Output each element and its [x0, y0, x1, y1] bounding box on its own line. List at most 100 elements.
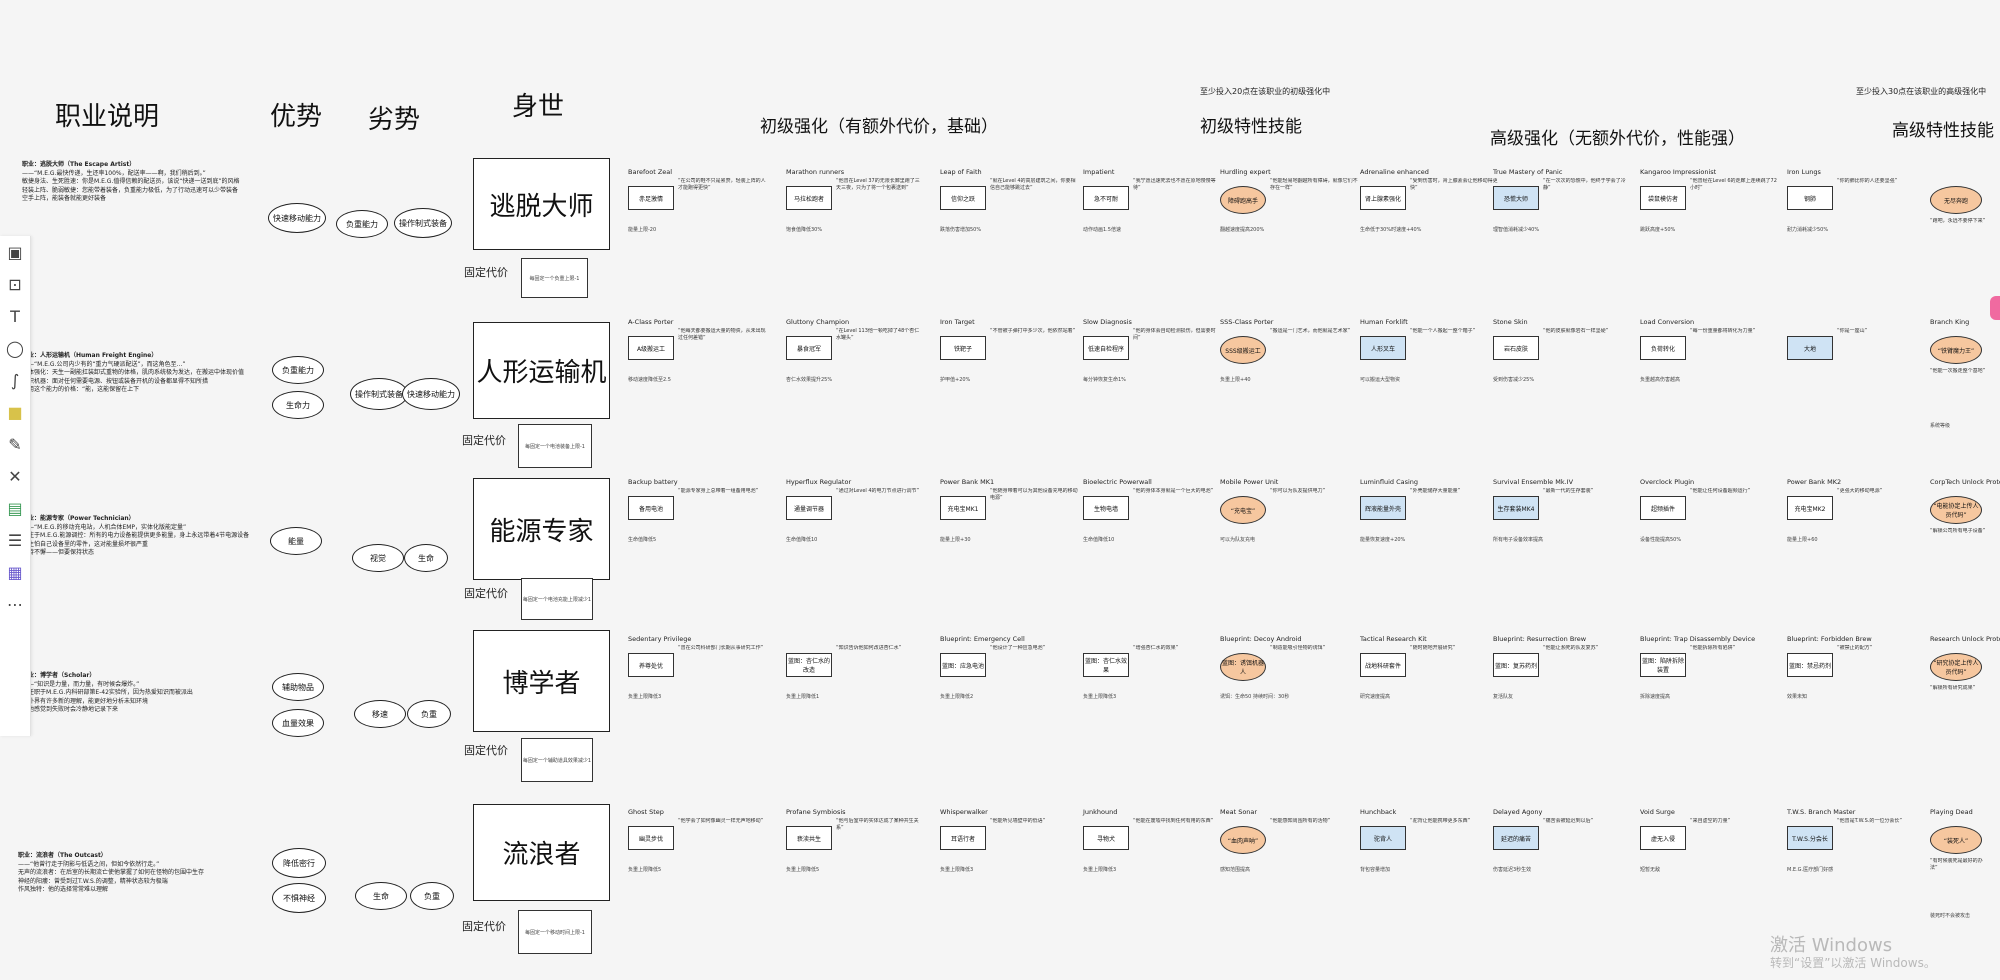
table-icon[interactable]: ▤	[7, 498, 23, 518]
disadvantage-ellipse[interactable]: 负重能力	[336, 210, 388, 238]
skill-box[interactable]: 蓝图：复苏药剂	[1493, 653, 1539, 677]
skill-description: “他能感知周围所有的活物”	[1270, 818, 1331, 824]
skill-box[interactable]: 暴食冠军	[786, 336, 832, 360]
skill-box[interactable]: “研究协定上传人员代码”	[1930, 653, 1982, 681]
skill-box[interactable]: “充电宝”	[1220, 496, 1266, 524]
list-icon[interactable]: ☰	[7, 530, 23, 550]
skill-box[interactable]: 负荷转化	[1640, 336, 1686, 360]
skill-box[interactable]: 延迟的痛苦	[1493, 826, 1539, 850]
disadvantage-ellipse[interactable]: 移速	[354, 700, 406, 728]
note-icon[interactable]: ■	[7, 402, 23, 422]
profession-line: 对外界有许多新的理解，能更好地分析未知环境	[22, 697, 149, 705]
disadvantage-ellipse[interactable]: 操作制式装备	[394, 208, 452, 238]
fixed-price-box[interactable]: 每固定一个移动时间上限-1	[518, 910, 592, 954]
skill-box[interactable]: 生存套装MK4	[1493, 496, 1539, 520]
skill-box[interactable]: “装死人”	[1930, 826, 1982, 854]
skill-box[interactable]: 钢肺	[1787, 186, 1833, 210]
skill-box[interactable]: “血肉声呐”	[1220, 826, 1266, 854]
disadvantage-ellipse[interactable]: 快速移动能力	[402, 378, 460, 410]
advantage-ellipse[interactable]: 快速移动能力	[268, 203, 326, 233]
skill-box[interactable]: 无尽奔跑	[1930, 186, 1982, 214]
skill-box[interactable]: 驼背人	[1360, 826, 1406, 850]
origin-box[interactable]: 人形运输机	[473, 322, 610, 419]
skill-box[interactable]: 蓝图：杏仁水的改造	[786, 653, 832, 677]
scribble-icon[interactable]: ✎	[8, 434, 22, 454]
skill-box[interactable]: 蓝图：杏仁水效果	[1083, 653, 1129, 677]
profession-line: 当他感觉到失败时会冷静地记录下来	[22, 706, 119, 713]
sticker-icon[interactable]: ▣	[7, 242, 23, 262]
skill-box[interactable]: 亵渎共生	[786, 826, 832, 850]
disadvantage-ellipse[interactable]: 视觉	[352, 544, 404, 572]
skill-box[interactable]: 马拉松跑者	[786, 186, 832, 210]
skill-box[interactable]: 蓝图：应急电池	[940, 653, 986, 677]
pen-icon[interactable]: ∫	[10, 370, 20, 390]
skill-box[interactable]: 虚无入侵	[1640, 826, 1686, 850]
disadvantage-ellipse[interactable]: 操作制式装备	[350, 378, 408, 410]
advantage-ellipse[interactable]: 生命力	[272, 391, 324, 419]
disadvantage-ellipse[interactable]: 生命	[355, 882, 407, 910]
skill-box[interactable]: 幽灵步伐	[628, 826, 674, 850]
skill-box[interactable]: 蓝图：禁忌药剂	[1787, 653, 1833, 677]
skill-box[interactable]: 蓝图：陷阱拆除装置	[1640, 653, 1686, 677]
skill-box[interactable]: 肾上腺素强化	[1360, 186, 1406, 210]
skill-box[interactable]: 寻物犬	[1083, 826, 1129, 850]
shape-icon[interactable]: ◯	[6, 338, 24, 358]
skill-box[interactable]: 岩石皮肤	[1493, 336, 1539, 360]
skill-box[interactable]: SSS级搬运工	[1220, 336, 1266, 364]
advantage-ellipse[interactable]: 降低密行	[272, 848, 326, 878]
advantage-ellipse[interactable]: 负重能力	[272, 356, 324, 384]
origin-box[interactable]: 流浪者	[473, 804, 610, 901]
skill-box[interactable]: 备用电池	[628, 496, 674, 520]
skill-box[interactable]: 辉液能量外壳	[1360, 496, 1406, 520]
template-icon[interactable]: ▦	[7, 562, 23, 582]
skill-box[interactable]: “电能协定上传人员代码”	[1930, 496, 1982, 524]
skill-cost: 负重上限降低3	[628, 694, 662, 700]
skill-box[interactable]: 耳语行者	[940, 826, 986, 850]
origin-box[interactable]: 逃脱大师	[473, 158, 610, 250]
advantage-ellipse[interactable]: 能量	[270, 527, 322, 555]
disadvantage-ellipse[interactable]: 负重	[410, 882, 454, 910]
origin-box[interactable]: 博学者	[473, 630, 610, 732]
skill-box[interactable]: 信仰之跃	[940, 186, 986, 210]
skill-description: “他的身体本身就是一个巨大的电池”	[1133, 488, 1214, 494]
side-panel-tab[interactable]	[1990, 296, 2000, 320]
skill-cost: 跌落伤害增加50%	[940, 227, 982, 233]
skill-box[interactable]: 充电宝MK1	[940, 496, 986, 520]
more-icon[interactable]: ⋯	[7, 594, 23, 614]
skill-box[interactable]: 超频插件	[1640, 496, 1686, 520]
connector-icon[interactable]: ✕	[8, 466, 22, 486]
fixed-price-box[interactable]: 每固定一个电池装备上限-1	[518, 424, 592, 468]
skill-box[interactable]: 充电宝MK2	[1787, 496, 1833, 520]
skill-cost: 每分钟恢复生命1%	[1083, 377, 1126, 383]
fixed-price-box[interactable]: 每固定一个辅助道具效果减少1	[521, 738, 593, 782]
disadvantage-ellipse[interactable]: 负重	[407, 700, 451, 728]
skill-box[interactable]: 战地科研套件	[1360, 653, 1406, 677]
skill-name: Delayed Agony	[1493, 808, 1543, 816]
skill-box[interactable]: 人形叉车	[1360, 336, 1406, 360]
skill-box[interactable]: 铁靶子	[940, 336, 986, 360]
advantage-ellipse[interactable]: 血量效果	[272, 709, 324, 737]
skill-box[interactable]: 养尊处优	[628, 653, 674, 677]
skill-box[interactable]: A级搬运工	[628, 336, 674, 360]
fixed-price-box[interactable]: 每固定一个负重上限-1	[521, 258, 588, 298]
skill-box[interactable]: 大地	[1787, 336, 1833, 360]
skill-box[interactable]: T.W.S.分会长	[1787, 826, 1833, 850]
advantage-ellipse[interactable]: 不惧神经	[272, 883, 326, 913]
skill-box[interactable]: 通量调节器	[786, 496, 832, 520]
fixed-price-box[interactable]: 每固定一个电池充能上限减少1	[521, 578, 593, 620]
skill-box[interactable]: 袋鼠模仿者	[1640, 186, 1686, 210]
skill-box[interactable]: “铁臂魔力王”	[1930, 336, 1982, 364]
skill-box[interactable]: 生物电墙	[1083, 496, 1129, 520]
advantage-ellipse[interactable]: 辅助物品	[272, 673, 324, 701]
frame-icon[interactable]: ⊡	[8, 274, 22, 294]
skill-box[interactable]: 蓝图：诱饵机器人	[1220, 653, 1266, 681]
text-icon[interactable]: T	[10, 306, 20, 326]
skill-box[interactable]: 低速自检程序	[1083, 336, 1129, 360]
origin-box[interactable]: 能源专家	[473, 478, 610, 580]
disadvantage-ellipse[interactable]: 生命	[404, 544, 448, 572]
skill-box[interactable]: 障碍跑高手	[1220, 186, 1266, 214]
skill-box[interactable]: 赤足激情	[628, 186, 674, 210]
skill-box[interactable]: 恐慌大师	[1493, 186, 1539, 210]
skill-box[interactable]: 急不可耐	[1083, 186, 1129, 210]
